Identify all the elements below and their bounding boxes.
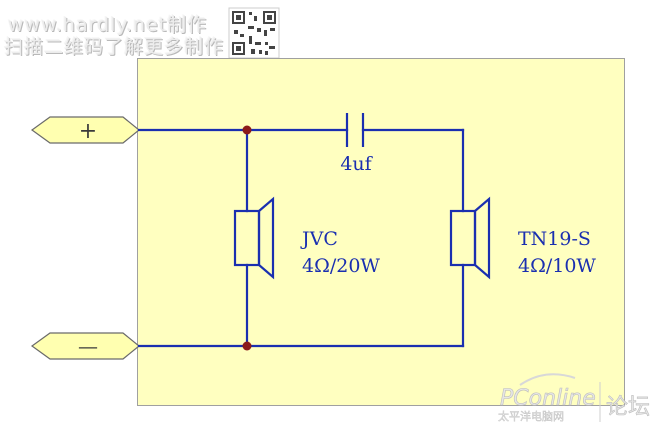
capacitor-symbol [345, 113, 365, 147]
positive-terminal-label: + [79, 119, 97, 144]
watermark-line-2: 扫描二维码了解更多制作 [4, 36, 225, 58]
negative-terminal-label: — [78, 334, 98, 358]
pconline-watermark: PConline 太平洋电脑网 论坛 [498, 373, 650, 423]
pconline-sub: 太平洋电脑网 [498, 409, 564, 423]
capacitor-label: 4uf [340, 153, 373, 175]
speaker-tn19s-name: TN19-S [518, 228, 591, 250]
speaker-tn19s-rating: 4Ω/10W [518, 255, 596, 277]
speaker-jvc-name: JVC [300, 228, 338, 250]
wires [137, 128, 465, 348]
pconline-forum: 论坛 [606, 395, 650, 420]
qr-code-icon [228, 7, 280, 59]
speaker-jvc-rating: 4Ω/20W [302, 255, 380, 277]
circuit-panel [137, 58, 625, 406]
junction-top [242, 125, 252, 135]
watermark-line-1: www.hardly.net制作 [8, 14, 208, 36]
speaker-jvc-icon [233, 196, 275, 280]
pconline-brand: PConline [500, 386, 596, 411]
speaker-tn19s-icon [449, 196, 491, 280]
junction-bottom [242, 341, 252, 351]
